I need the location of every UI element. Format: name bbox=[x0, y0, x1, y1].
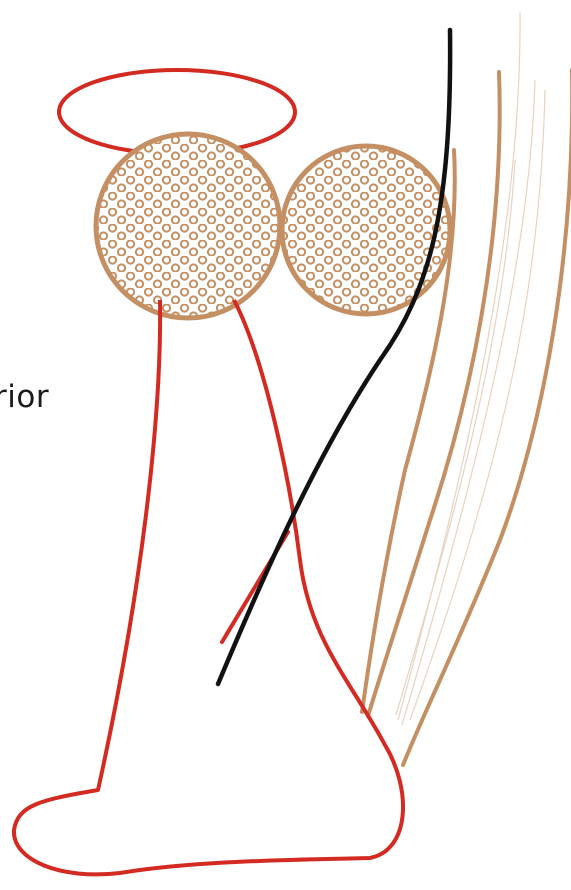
limb-outline bbox=[14, 300, 403, 874]
left-round-section bbox=[90, 130, 290, 330]
fiber-1 bbox=[398, 12, 520, 720]
black-curve-line bbox=[218, 30, 450, 684]
partial-side-label: rior bbox=[0, 382, 49, 413]
right-round-section bbox=[280, 140, 460, 320]
